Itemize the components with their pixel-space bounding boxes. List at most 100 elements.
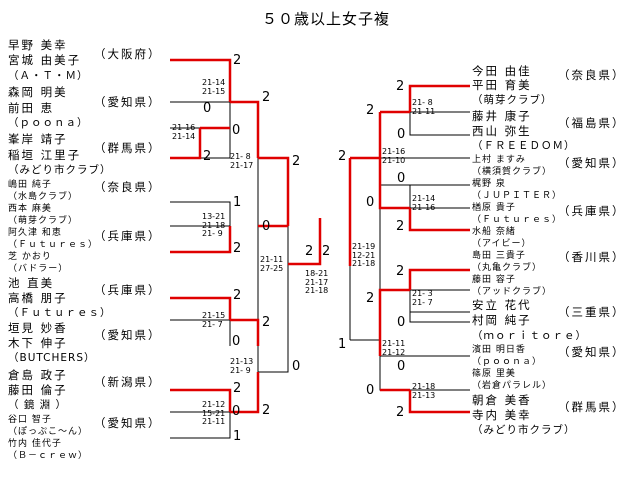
game-scores: 21-14 21-16	[412, 194, 436, 212]
prefecture: （兵庫県）	[94, 229, 162, 243]
match-score: 0	[397, 127, 406, 142]
match-score: 2	[305, 244, 314, 259]
game-scores: 13-21 21-18 21- 9	[202, 212, 226, 238]
club-name: （ｍｏｒｉｔｏｒｅ）	[472, 330, 587, 342]
match-score: 0	[232, 404, 241, 419]
club-name: （アッドクラブ）	[472, 287, 553, 297]
prefecture: （兵庫県）	[94, 283, 162, 297]
game-scores: 21-16 21-14	[172, 123, 196, 141]
match-score: 0	[203, 101, 212, 116]
club-name: （ 鏡 淵 ）	[8, 399, 68, 411]
prefecture: （愛知県）	[94, 95, 162, 109]
club-name: （バドラー）	[8, 264, 69, 274]
match-score: 2	[292, 154, 301, 169]
player-name: 安立 花代	[472, 298, 532, 312]
match-score: 2	[396, 264, 405, 279]
match-score: 0	[262, 219, 271, 234]
club-name: （ぽっぷこ～ん）	[8, 427, 89, 437]
game-scores: 21-12 15-21 21-11	[202, 400, 226, 426]
club-name: （ｐｏｏｎａ）	[472, 357, 543, 367]
game-scores: 21-11 21-12	[382, 339, 406, 357]
match-score: 2	[396, 405, 405, 420]
game-scores: 21-15 21- 7	[202, 311, 226, 329]
player-name: 阿久津 和恵	[8, 228, 62, 238]
match-score: 0	[292, 359, 301, 374]
game-scores: 21-18 21-13	[412, 382, 436, 400]
match-score: 2	[366, 291, 375, 306]
match-score: 0	[366, 195, 375, 210]
player-name: 前田 恵	[8, 101, 55, 115]
player-name: 寺内 美幸	[472, 408, 532, 422]
game-scores: 21- 3 21- 7	[412, 289, 433, 307]
player-name: 倉島 政子	[8, 368, 68, 382]
club-name: （丸亀クラブ）	[472, 263, 543, 273]
player-name: 村岡 純子	[472, 313, 532, 327]
prefecture: （群馬県）	[558, 400, 626, 414]
match-score: 0	[397, 315, 406, 330]
club-name: （岩倉パラレル）	[472, 381, 553, 391]
game-scores: 21-11 27-25	[260, 255, 284, 273]
player-name: 嶋田 純子	[8, 180, 52, 190]
player-name: 早野 美幸	[8, 38, 68, 52]
match-score: 1	[233, 429, 242, 444]
game-scores: 21-14 21-15	[202, 78, 226, 96]
player-name: 高橋 朋子	[8, 291, 68, 305]
club-name: （Ｆｕｔｕｒｅｓ）	[8, 307, 112, 319]
game-scores: 21-13 21- 9	[230, 357, 254, 375]
prefecture: （三重県）	[558, 305, 626, 319]
club-name: （Ｆｕｔｕｒｅｓ）	[8, 240, 99, 250]
game-scores: 21- 8 21-17	[230, 152, 254, 170]
player-name: 西本 麻美	[8, 204, 52, 214]
match-score: 0	[232, 334, 241, 349]
club-name: （ｐｏｏｎａ）	[8, 117, 89, 129]
player-name: 稲垣 江里子	[8, 148, 82, 162]
player-name: 垣見 妙香	[8, 321, 68, 335]
game-scores: 21-16 21-10	[382, 147, 406, 165]
player-name: 島田 三貴子	[472, 251, 526, 261]
prefecture: （群馬県）	[94, 141, 162, 155]
match-score: 2	[396, 219, 405, 234]
match-score: 2	[233, 381, 242, 396]
match-score: 0	[366, 383, 375, 398]
player-name: 平田 育美	[472, 78, 532, 92]
match-score: 1	[233, 195, 242, 210]
club-name: （みどり市クラブ）	[472, 424, 576, 436]
prefecture: （大阪府）	[94, 47, 162, 61]
prefecture: （愛知県）	[558, 156, 626, 170]
player-name: 西山 弥生	[472, 124, 532, 138]
player-name: 竹内 佳代子	[8, 439, 62, 449]
club-name: （BUTCHERS）	[8, 352, 96, 364]
match-score: 0	[397, 171, 406, 186]
player-name: 藤田 倫子	[8, 383, 68, 397]
match-score: 2	[233, 288, 242, 303]
player-name: 谷口 智子	[8, 415, 52, 425]
prefecture: （愛知県）	[94, 416, 162, 430]
prefecture: （香川県）	[558, 250, 626, 264]
match-score: 2	[203, 149, 212, 164]
player-name: 水船 奈緒	[472, 227, 516, 237]
player-name: 藤田 容子	[472, 275, 516, 285]
player-name: 梶野 泉	[472, 179, 506, 189]
player-name: 藤井 康子	[472, 109, 532, 123]
match-score: 2	[262, 315, 271, 330]
club-name: （アイビー）	[472, 239, 532, 249]
club-name: （ＪＵＰＩＴＥＲ）	[472, 191, 563, 201]
club-name: （横須賀クラブ）	[472, 167, 553, 177]
match-score: 2	[233, 241, 242, 256]
prefecture: （奈良県）	[94, 180, 162, 194]
player-name: 濱田 明日香	[472, 345, 526, 355]
player-name: 上村 ますみ	[472, 155, 526, 165]
match-score: 2	[396, 79, 405, 94]
club-name: （みどり市クラブ）	[8, 164, 112, 176]
player-name: 木下 伸子	[8, 336, 68, 350]
match-score: 2	[262, 403, 271, 418]
player-name: 宮城 由美子	[8, 53, 82, 67]
club-name: （萌芽クラブ）	[472, 94, 553, 106]
match-score: 0	[397, 359, 406, 374]
player-name: 峯岸 靖子	[8, 132, 68, 146]
prefecture: （福島県）	[558, 116, 626, 130]
player-name: 今田 由佳	[472, 64, 532, 78]
match-score: 2	[262, 90, 271, 105]
club-name: （Ｂ－ｃｒｅｗ）	[8, 451, 89, 461]
player-name: 篠原 里美	[472, 369, 516, 379]
